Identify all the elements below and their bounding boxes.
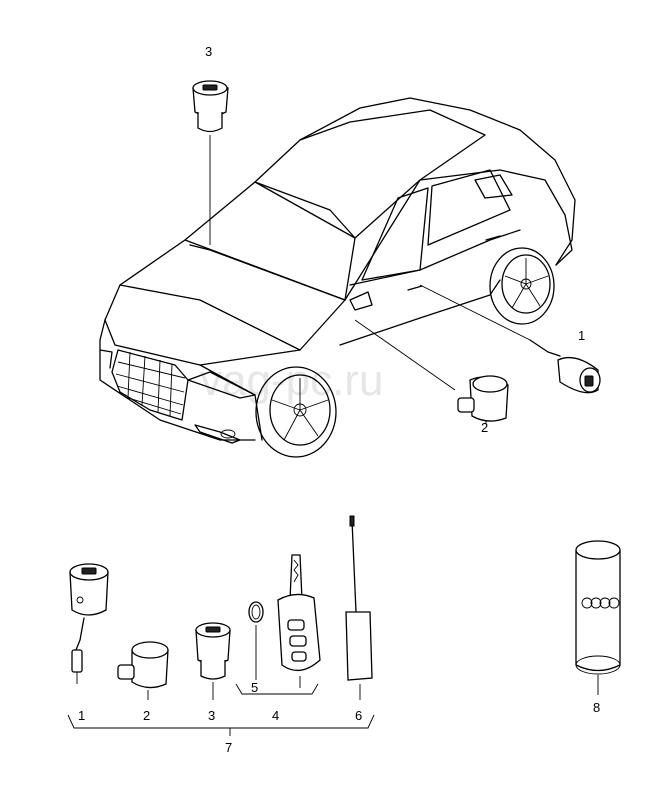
car-illustration bbox=[99, 97, 576, 458]
bracket-4 bbox=[235, 683, 319, 695]
callout-4: 4 bbox=[272, 708, 279, 723]
folding-key bbox=[277, 554, 321, 688]
callout-1-right: 1 bbox=[578, 328, 585, 343]
lock-housing-bottom bbox=[117, 641, 169, 700]
callout-3-top: 3 bbox=[205, 44, 212, 59]
transponder-card bbox=[345, 515, 373, 700]
callout-8: 8 bbox=[593, 700, 600, 715]
callout-1-bottom: 1 bbox=[78, 708, 85, 723]
lock-cylinder-top bbox=[192, 80, 229, 133]
spray-can bbox=[575, 540, 621, 695]
watermark-text: vag-pc.ru bbox=[200, 356, 383, 405]
callout-6: 6 bbox=[355, 708, 362, 723]
bracket-7 bbox=[67, 714, 375, 729]
callout-2-right: 2 bbox=[481, 420, 488, 435]
lock-housing bbox=[354, 319, 509, 422]
lock-cylinder-bottom bbox=[69, 563, 109, 684]
callout-7: 7 bbox=[225, 740, 232, 755]
lock-cylinder-with-cable bbox=[419, 284, 601, 394]
lock-cylinder-small bbox=[195, 622, 231, 700]
callout-2-bottom: 2 bbox=[143, 708, 150, 723]
callout-5: 5 bbox=[251, 680, 258, 695]
seal-ring bbox=[248, 601, 264, 680]
callout-3-bottom: 3 bbox=[208, 708, 215, 723]
